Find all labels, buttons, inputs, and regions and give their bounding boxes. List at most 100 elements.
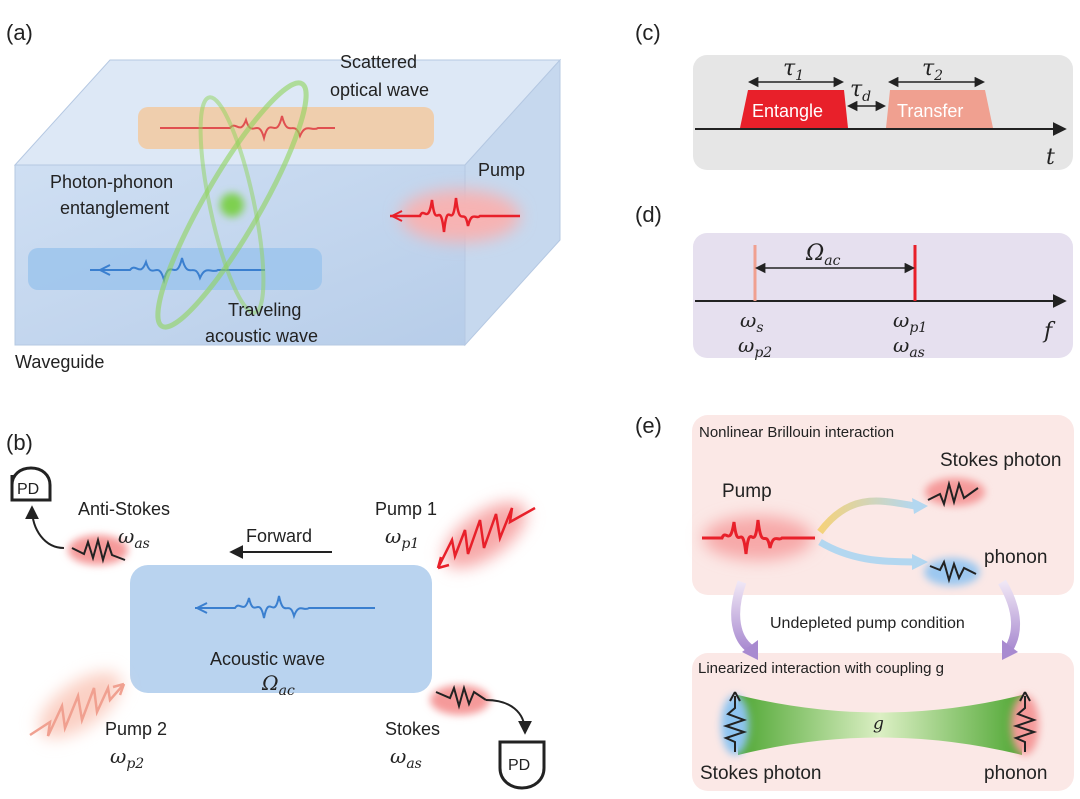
panel-d-letter: (d) [635, 202, 662, 227]
pump-e-glow [703, 516, 813, 560]
traveling-label-2: acoustic wave [205, 326, 318, 346]
omega-as-top-base: ω [118, 524, 134, 548]
tau1-base: τ [783, 56, 796, 81]
omega-p2-symbol: ωp2 [110, 744, 144, 772]
transfer-text: Transfer [897, 101, 963, 121]
tau2-symbol: τ2 [922, 56, 943, 84]
omega-as-top-symbol: ωas [118, 524, 150, 552]
pd-left-detector [10, 466, 52, 502]
omega-s-base: ω [740, 308, 756, 332]
entangle-pulse [740, 90, 848, 128]
acoustic-wave-b [195, 595, 375, 620]
acoustic-label: Acoustic wave [210, 649, 325, 669]
stokes-photon-bottom-label: Stokes photon [700, 763, 821, 784]
omega-as-bot-base: ω [390, 744, 406, 768]
traveling-label-1: Traveling [228, 300, 301, 320]
anti-stokes-path [25, 505, 65, 549]
omega-p2-d-sub: p2 [754, 345, 772, 361]
panel-e-letter: (e) [635, 413, 662, 438]
anti-stokes-wave [71, 536, 126, 564]
down-arrow-right [998, 579, 1021, 653]
omega-as-d-sub: as [909, 345, 925, 361]
tau2-sub: 2 [933, 68, 943, 84]
entangle-label-1: Photon-phonon [50, 172, 173, 192]
omega-p1-sub: p1 [401, 536, 419, 552]
waveguide-label: Waveguide [15, 352, 104, 372]
stokes-top-wave [927, 480, 979, 508]
scattered-label-1: Scattered [340, 52, 417, 72]
phonon-top-wave [929, 559, 977, 584]
taud-sub: d [862, 89, 871, 105]
panel-a: (a) Scattered optical wave Pump Photon-p… [6, 20, 562, 372]
omega-as-bot-sub: as [406, 756, 422, 772]
split-arrow-up-head [912, 498, 928, 514]
pump1-label: Pump 1 [375, 499, 437, 519]
down-arrow-left-head [742, 640, 758, 660]
anti-stokes-glow [68, 535, 128, 565]
stokes-wave [435, 684, 487, 710]
stokes-bottom-glow [721, 695, 749, 755]
stokes-path [485, 699, 532, 735]
omega-s-sub: s [756, 320, 763, 336]
split-arrow-up [817, 497, 916, 535]
pump-e-label: Pump [722, 481, 772, 502]
nonlinear-title: Nonlinear Brillouin interaction [699, 424, 894, 441]
omega-ac-base: Ω [261, 671, 279, 695]
pump1-glow [443, 502, 527, 568]
stokes-label: Stokes [385, 719, 440, 739]
phonon-bottom-label: phonon [984, 763, 1047, 784]
omega-as-d-base: ω [893, 333, 909, 357]
panel-e-top-background [692, 415, 1074, 595]
linearized-title: Linearized interaction with coupling g [698, 660, 944, 677]
pd-right-detector [498, 740, 546, 790]
undepleted-label: Undepleted pump condition [770, 615, 965, 632]
Omega-ac-symbol: Ωac [805, 241, 841, 269]
taud-symbol: τd [850, 77, 871, 105]
panel-b-letter: (b) [6, 430, 33, 455]
omega-p1-d-sub: p1 [909, 320, 927, 336]
transfer-pulse [886, 90, 993, 128]
omega-p1-base: ω [385, 524, 401, 548]
Omega-ac-sub: ac [824, 253, 840, 269]
pd-right-label: PD [508, 757, 530, 774]
omega-p2-sub: p2 [126, 756, 144, 772]
coupling-g-label: g [873, 714, 884, 734]
tau1-sub: 1 [795, 68, 804, 84]
anti-stokes-label: Anti-Stokes [78, 499, 170, 519]
omega-p2-d-base: ω [738, 333, 754, 357]
entanglement-point [220, 193, 244, 217]
panel-c: (c) Entangle Transfer t τ1 τ2 τd [635, 20, 1073, 170]
omega-p2-base: ω [110, 744, 126, 768]
omega-s-symbol: ωs [740, 308, 764, 336]
scattered-wave [160, 115, 335, 142]
waveguide-side-face [464, 58, 561, 347]
time-axis-label: t [1046, 145, 1055, 170]
omega-as-bot-symbol: ωas [390, 744, 422, 772]
scattered-wave-tube [138, 107, 434, 149]
panel-b: (b) Acoustic wave Ωac Forward PD Anti-St… [6, 430, 546, 790]
split-arrow-down [818, 538, 916, 566]
pump1-wave [436, 506, 536, 569]
pump2-wave [29, 683, 125, 737]
panel-c-letter: (c) [635, 20, 661, 45]
omega-as-top-sub: as [134, 536, 150, 552]
phonon-top-label: phonon [984, 547, 1047, 568]
taud-base: τ [850, 77, 863, 102]
pump-wave-a [390, 197, 520, 233]
pd-left-label: PD [17, 481, 39, 498]
entangle-text: Entangle [752, 101, 823, 121]
pump-label-a: Pump [478, 160, 525, 180]
phonon-bottom-glow [1011, 695, 1039, 755]
scattered-label-2: optical wave [330, 80, 429, 100]
stokes-bottom-wave [722, 696, 748, 752]
omega-as-d-symbol: ωas [893, 333, 925, 361]
acoustic-wave [90, 257, 265, 284]
omega-p1-d-symbol: ωp1 [893, 308, 927, 336]
omega-p2-d-symbol: ωp2 [738, 333, 772, 361]
tau2-base: τ [922, 56, 935, 81]
coupling-beam [738, 695, 1022, 755]
panel-d: (d) f Ωac ωs ωp2 ωp1 ωas [635, 202, 1073, 361]
omega-p1-d-base: ω [893, 308, 909, 332]
stokes-photon-top-label: Stokes photon [940, 450, 1061, 471]
omega-ac-symbol: Ωac [261, 671, 295, 699]
